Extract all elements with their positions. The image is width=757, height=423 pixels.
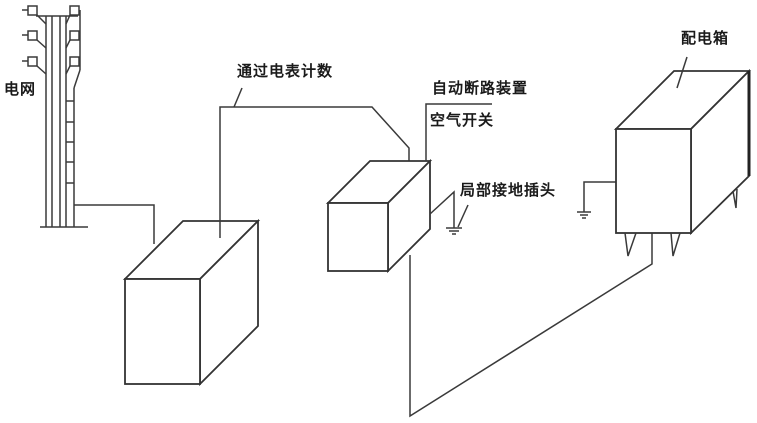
grid-label: 电网 xyxy=(4,80,37,98)
breaker-box xyxy=(325,158,433,274)
distribution-label-leader xyxy=(676,56,688,89)
wire-pole-to-meter xyxy=(74,204,155,244)
meter-label-leader xyxy=(233,87,243,108)
ground-icon xyxy=(446,227,462,235)
meter-box xyxy=(122,218,261,387)
breaker-label: 自动断路装置 xyxy=(432,79,529,97)
ground-icon xyxy=(577,211,591,219)
wire-breaker-to-ground xyxy=(429,190,455,228)
wire-breaker-to-distribution xyxy=(409,233,653,418)
meter-label: 通过电表计数 xyxy=(237,62,334,80)
distribution-box-label: 配电箱 xyxy=(681,29,730,47)
ground-outlet-label-leader xyxy=(457,204,469,228)
breaker-label-leader xyxy=(425,103,492,161)
power-pole xyxy=(22,5,88,228)
ground-outlet-label: 局部接地插头 xyxy=(460,181,557,199)
wire-meter-to-breaker xyxy=(219,106,410,238)
distribution-box xyxy=(613,68,752,257)
air-switch-label: 空气开关 xyxy=(430,111,495,129)
